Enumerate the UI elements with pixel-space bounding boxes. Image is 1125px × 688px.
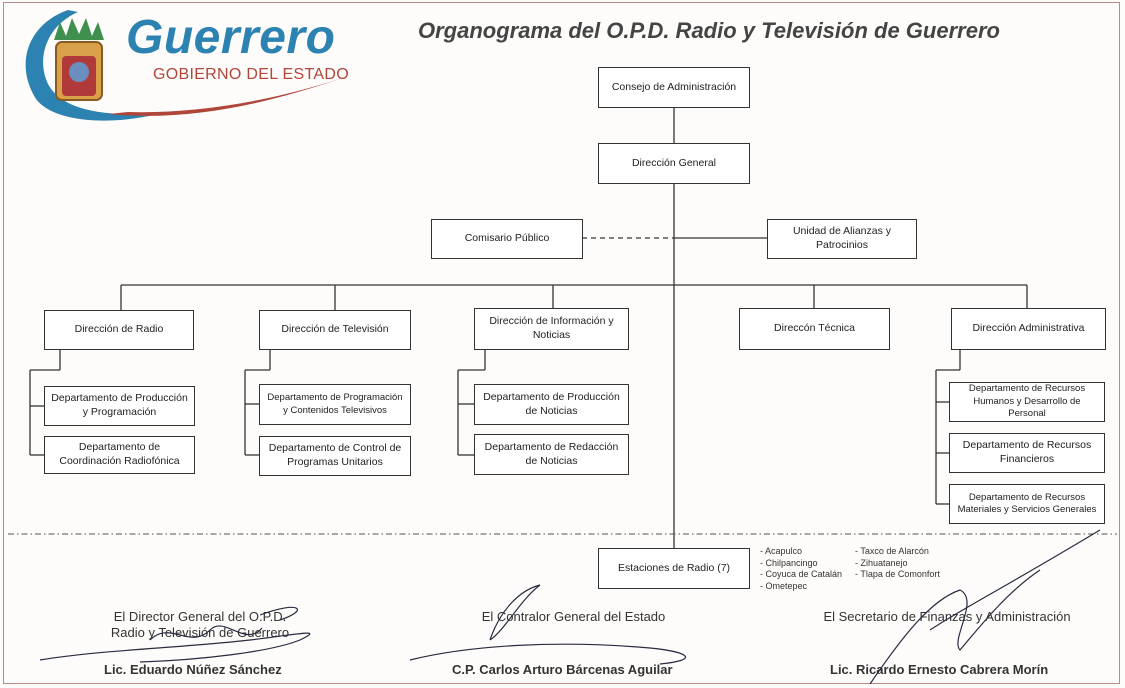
director-role-line1: El Director General del O.P.D. xyxy=(113,609,287,624)
city-item: - Tlapa de Comonfort xyxy=(855,569,940,579)
city-item: - Acapulco xyxy=(760,546,803,556)
dept-recursos-financieros: Departamento de Recursos Financieros xyxy=(949,433,1105,473)
signature-secretario-name: Lic. Ricardo Ernesto Cabrera Morín xyxy=(830,662,1049,677)
dept-redaccion-noticias: Departamento de Redacción de Noticias xyxy=(474,434,629,475)
secretario-role-line1: El Secretario de Finanzas y Administraci… xyxy=(823,609,1071,624)
dept-produccion-noticias: Departamento de Producción de Noticias xyxy=(474,384,629,425)
state-seal-icon xyxy=(25,10,348,121)
direccion-informacion-box: Dirección de Información y Noticias xyxy=(474,308,629,350)
guerrero-logo: Guerrero GOBIERNO DEL ESTADO xyxy=(8,4,353,124)
signature-contralor-name: C.P. Carlos Arturo Bárcenas Aguilar xyxy=(452,662,673,677)
page-title: Organograma del O.P.D. Radio y Televisió… xyxy=(418,18,1000,43)
city-item: - Coyuca de Catalán xyxy=(760,569,843,579)
dept-coordinacion-radiofonica: Departamento de Coordinación Radiofónica xyxy=(44,436,195,474)
comisario-box: Comisario Público xyxy=(431,219,583,259)
direccion-tecnica-box: Direccón Técnica xyxy=(739,308,890,350)
dept-recursos-materiales: Departamento de Recursos Materiales y Se… xyxy=(949,484,1105,524)
dept-produccion-programacion: Departamento de Producción y Programació… xyxy=(44,386,195,426)
city-item: - Zihuatanejo xyxy=(855,557,908,568)
logo-title: Guerrero xyxy=(126,11,336,64)
city-item: - Chilpancingo xyxy=(760,557,818,568)
dept-programacion-contenidos: Departamento de Programación y Contenido… xyxy=(259,384,411,425)
contralor-role-line1: El Contralor General del Estado xyxy=(481,609,666,624)
estaciones-radio-box: Estaciones de Radio (7) xyxy=(598,548,750,589)
dept-control-programas: Departamento de Control de Programas Uni… xyxy=(259,436,411,476)
cities-list-2: - Taxco de Alarcón - Zihuatanejo - Tlapa… xyxy=(855,546,940,581)
consejo-box: Consejo de Administración xyxy=(598,67,750,108)
unidad-alianzas-box: Unidad de Alianzas y Patrocinios xyxy=(767,219,917,259)
city-item: - Ometepec xyxy=(760,580,808,591)
direccion-television-box: Dirección de Televisión xyxy=(259,310,411,350)
cities-list-1: - Acapulco - Chilpancingo - Coyuca de Ca… xyxy=(760,546,842,592)
dept-recursos-humanos: Departamento de Recursos Humanos y Desar… xyxy=(949,382,1105,422)
signature-contralor-role: El Contralor General del Estado xyxy=(466,609,681,625)
direccion-general-box: Dirección General xyxy=(598,143,750,184)
logo-subtitle: GOBIERNO DEL ESTADO xyxy=(153,66,349,83)
direccion-radio-box: Dirección de Radio xyxy=(44,310,194,350)
signature-secretario-role: El Secretario de Finanzas y Administraci… xyxy=(812,609,1082,625)
signature-director-name: Lic. Eduardo Núñez Sánchez xyxy=(104,662,282,677)
city-item: - Taxco de Alarcón xyxy=(855,546,929,556)
direccion-administrativa-box: Dirección Administrativa xyxy=(951,308,1106,350)
page-frame xyxy=(3,2,1120,684)
